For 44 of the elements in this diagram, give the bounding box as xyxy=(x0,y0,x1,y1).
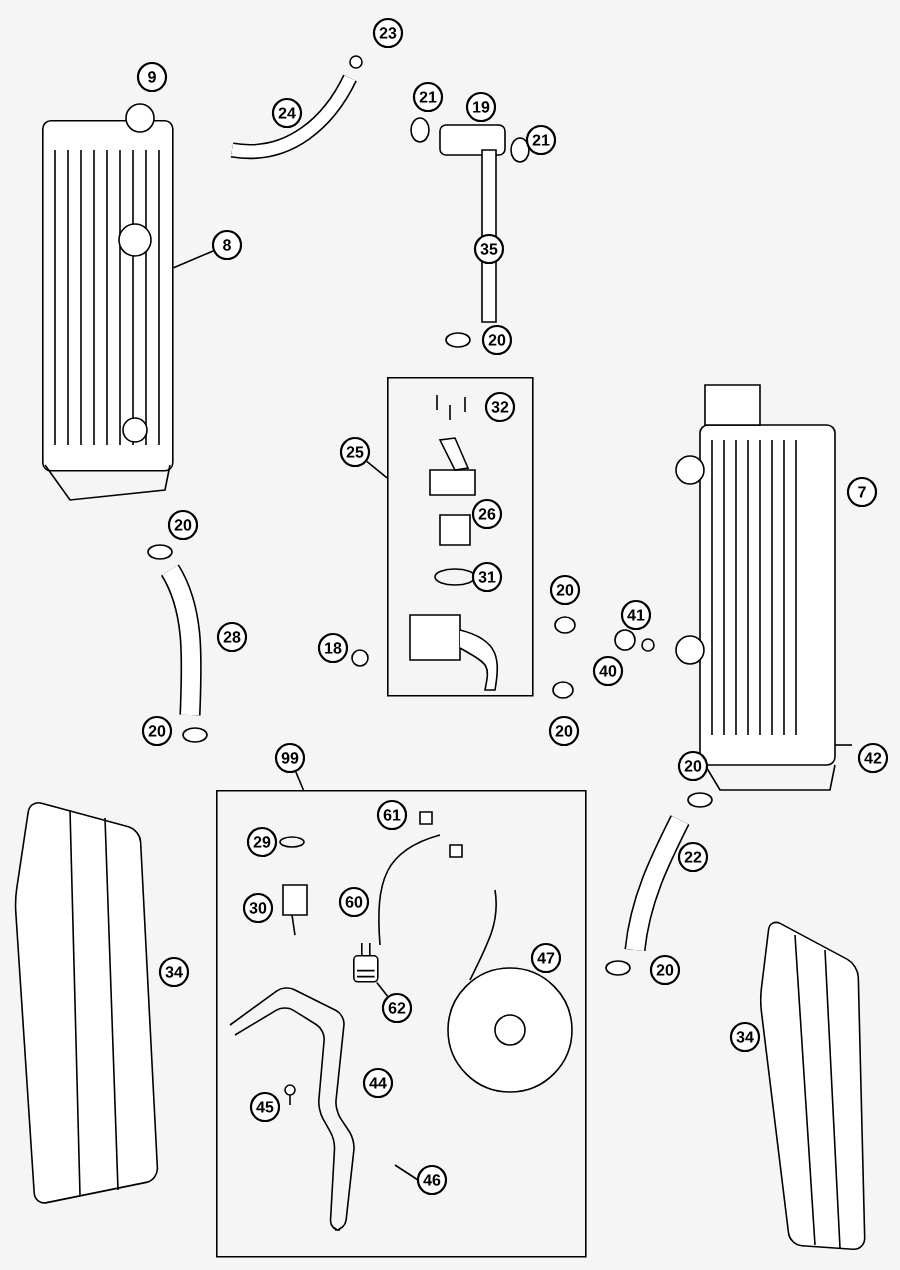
group-frame xyxy=(387,377,534,697)
callout-number: 62 xyxy=(381,992,413,1024)
callout-number: 20 xyxy=(549,574,581,606)
radiator-drawing xyxy=(42,103,174,501)
callout-number: 7 xyxy=(846,476,878,508)
callout-number: 46 xyxy=(416,1164,448,1196)
callout-number: 40 xyxy=(592,655,624,687)
relay-drawing xyxy=(353,942,379,983)
callout-number: 24 xyxy=(271,97,303,129)
callout-number: 31 xyxy=(471,561,503,593)
leader-line xyxy=(172,250,214,269)
callout-number: 21 xyxy=(412,81,444,113)
group-frame xyxy=(216,790,587,1258)
callout-number: 9 xyxy=(136,61,168,93)
leader-line xyxy=(365,460,388,479)
callout-number: 20 xyxy=(548,715,580,747)
callout-number: 26 xyxy=(471,498,503,530)
callout-number: 47 xyxy=(530,942,562,974)
callout-number: 28 xyxy=(216,621,248,653)
leader-line xyxy=(375,981,389,997)
callout-number: 8 xyxy=(211,229,243,261)
callout-number: 45 xyxy=(249,1091,281,1123)
callout-number: 60 xyxy=(338,886,370,918)
callout-number: 20 xyxy=(141,715,173,747)
callout-number: 35 xyxy=(473,233,505,265)
callout-number: 44 xyxy=(362,1067,394,1099)
callout-number: 34 xyxy=(158,956,190,988)
callout-number: 30 xyxy=(242,892,274,924)
callout-number: 20 xyxy=(677,750,709,782)
leader-line xyxy=(295,771,305,791)
callout-number: 32 xyxy=(484,391,516,423)
callout-number: 20 xyxy=(649,954,681,986)
callout-number: 18 xyxy=(317,632,349,664)
callout-number: 20 xyxy=(167,509,199,541)
callout-number: 61 xyxy=(376,799,408,831)
callout-number: 23 xyxy=(372,17,404,49)
callout-number: 42 xyxy=(857,742,889,774)
callout-number: 19 xyxy=(465,91,497,123)
callout-number: 21 xyxy=(525,124,557,156)
callout-number: 34 xyxy=(729,1021,761,1053)
callout-number: 99 xyxy=(274,742,306,774)
callout-number: 29 xyxy=(246,826,278,858)
callout-number: 22 xyxy=(677,841,709,873)
callout-number: 25 xyxy=(339,436,371,468)
